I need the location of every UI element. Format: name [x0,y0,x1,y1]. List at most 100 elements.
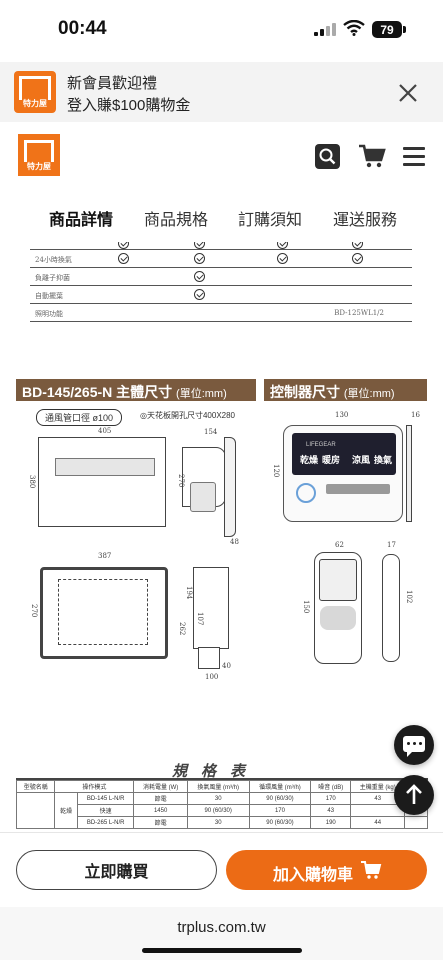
chat-button[interactable] [394,725,434,765]
spec-cell: 44 [350,816,406,829]
tab-shipping[interactable]: 運送服務 [333,212,398,229]
spec-cell: 1450 [133,804,188,817]
dim-ctrl-depth: 16 [411,411,420,419]
check-icon [277,242,288,249]
feature-row: 負離子抑菌 [30,268,412,286]
buy-now-button[interactable]: 立即購買 [16,850,217,890]
spec-cell: 170 [248,804,312,817]
dim-top-height: 380 [28,475,36,489]
dim-ctrl-height: 120 [272,464,280,478]
power-icon [296,483,316,503]
site-header: 特力屋 [0,126,443,188]
spec-cell: 30 [186,792,250,805]
spec-title: 規格表 [172,763,260,780]
add-to-cart-label: 加入購物車 [273,867,354,884]
bottom-side-duct [198,647,220,669]
spec-cell: 43 [310,804,352,817]
controller-brand: LIFEGEAR [306,442,336,448]
promo-logo-text: 特力屋 [23,99,47,108]
feature-label: 負離子抑菌 [35,274,70,282]
tab-specs[interactable]: 商品規格 [144,212,209,229]
check-icon [118,253,129,264]
check-icon [352,242,363,249]
spec-cell: 30 [186,816,250,829]
cart-icon[interactable] [358,143,386,169]
close-icon[interactable] [396,81,420,105]
check-icon [194,289,205,300]
spec-cell: BD-145 L-N/R [76,792,135,805]
brand-logo-text: 特力屋 [27,162,51,171]
battery-tip [403,26,406,33]
screen-word: 乾燥 [300,455,319,465]
spec-cell: 90 (60/30) [248,816,312,829]
bottom-view-inner [58,579,148,645]
dim-bottom-side2: 262 [178,622,186,636]
remote-side-drawing [382,554,400,662]
dim-remote-height: 150 [302,600,310,614]
dim-side-depth: 48 [230,538,239,546]
battery-icon: 79 [372,21,402,38]
spec-cell: BD-265 L-N/R [76,816,135,829]
controller-section-title: 控制器尺寸 (單位:mm) [264,379,427,401]
cellular-signal-icon [314,22,336,36]
bottom-side-drawing [193,567,229,649]
check-icon [194,271,205,282]
top-view-drawing [38,437,166,527]
search-icon[interactable] [315,144,340,169]
spec-header: 噪音 (dB) [310,780,352,793]
promo-banner[interactable]: 特力屋 新會員歡迎禮 登入賺$100購物金 [0,62,443,122]
status-time: 00:44 [58,18,107,39]
wifi-icon [343,20,365,36]
feature-table: 24小時換氣 負離子抑菌 自動擺葉 照明功能 BD-125WL1/2 [30,242,412,322]
product-tabs: 商品詳情 商品規格 訂購須知 運送服務 [0,190,443,242]
dim-bottom-side: 194 [185,586,193,600]
add-to-cart-button[interactable]: 加入購物車 [226,850,427,890]
tab-details[interactable]: 商品詳情 [49,212,114,229]
wall-controller-side [406,425,412,522]
check-icon [194,253,205,264]
spec-cell: 快速 [76,804,135,817]
spec-header: 操作模式 [54,780,135,793]
tab-ordering[interactable]: 訂購須知 [238,212,303,229]
wall-controller-drawing: LIFEGEAR 乾燥 暖房 涼風 換氣 [283,425,403,522]
browser-url-bar[interactable]: trplus.com.tw [0,907,443,960]
ceiling-note: ◎天花板開孔尺寸400X280 [140,411,236,420]
dim-bottom-width: 387 [98,552,112,560]
feature-label: 自動擺葉 [35,292,63,300]
feature-row-partial [30,242,412,250]
feature-row: 自動擺葉 [30,286,412,304]
dim-bottom-pipe: 100 [205,673,219,681]
spec-header: 消耗電量 (W) [133,780,188,793]
dim-side-width: 154 [204,428,218,436]
cart-icon [361,861,382,879]
body-unit: (單位:mm) [176,388,227,400]
screen-word: 換氣 [374,455,393,465]
feature-label: 24小時換氣 [35,256,72,264]
dim-remote-width: 62 [335,541,344,549]
status-bar: 00:44 79 [0,0,443,60]
menu-icon[interactable] [403,147,425,171]
screen-word: 涼風 [352,455,371,465]
side-view-panel [224,437,236,537]
brand-logo[interactable]: 特力屋 [18,134,60,176]
home-indicator[interactable] [142,948,302,953]
promo-logo: 特力屋 [14,71,56,113]
dim-remote-depth: 17 [387,541,396,549]
spec-header: 型號名稱 [15,780,56,793]
screen-word: 暖房 [322,455,341,465]
spec-header: 換氣風量 (m³/h) [186,780,250,793]
side-view-duct [190,482,216,512]
scroll-top-button[interactable] [394,775,434,815]
top-view-grille [55,458,155,476]
dim-ctrl-width: 130 [335,411,349,419]
vent-badge: 通風管口徑 ø100 [36,409,123,426]
check-icon [277,253,288,264]
body-section-title: BD-145/265-N 主體尺寸 (單位:mm) [16,379,256,401]
dim-bottom-side3: 107 [196,612,204,626]
feature-row: 照明功能 BD-125WL1/2 [30,304,412,322]
dim-top-width: 405 [98,427,112,435]
check-icon [194,242,205,249]
spec-table: 型號名稱 操作模式 消耗電量 (W) 換氣風量 (m³/h) 循環風量 (m³/… [15,778,428,829]
check-icon [352,253,363,264]
spec-cell: 190 [310,816,352,829]
